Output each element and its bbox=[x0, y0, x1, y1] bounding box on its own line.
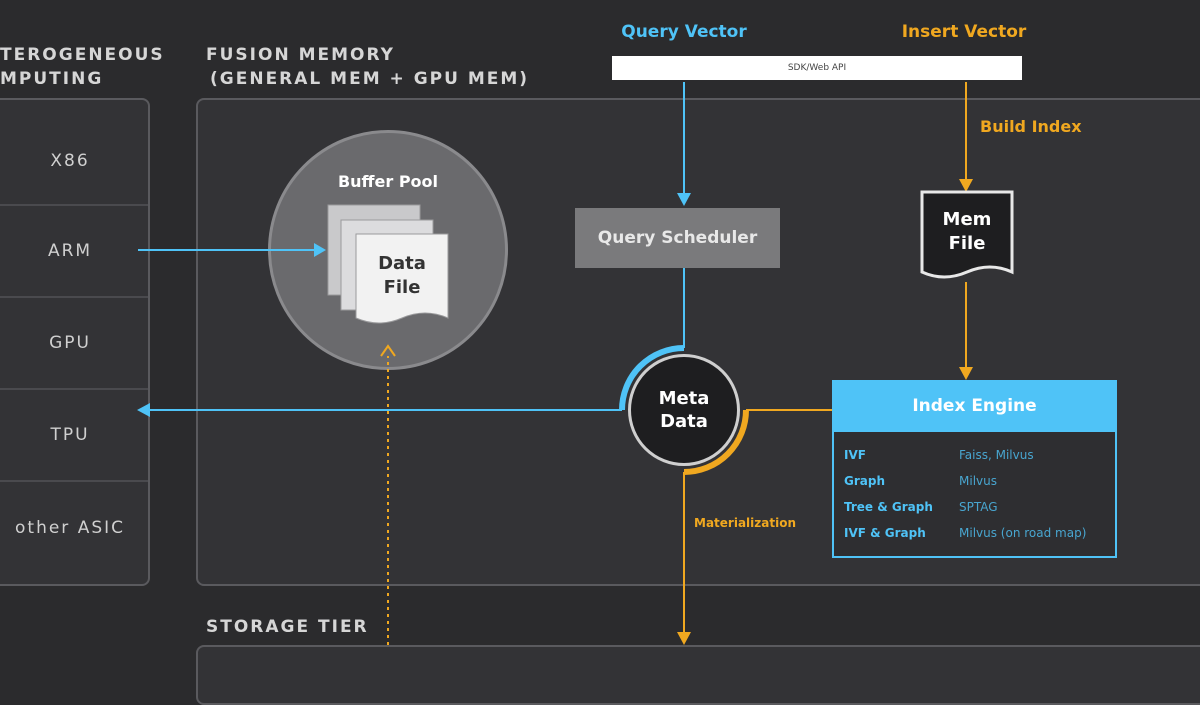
meta-data-circle: Meta Data bbox=[628, 354, 740, 466]
memory-title: FUSION MEMORY (GENERAL MEM + GPU MEM) bbox=[206, 43, 529, 91]
computing-title: TEROGENEOUS MPUTING bbox=[0, 43, 165, 91]
mem-file-icon bbox=[920, 190, 1014, 279]
meta-data-line1: Meta bbox=[658, 388, 710, 409]
compute-unit-gpu: GPU bbox=[0, 298, 148, 390]
buffer-pool-title: Buffer Pool bbox=[337, 172, 439, 191]
build-index-label: Build Index bbox=[980, 117, 1082, 136]
meta-data-line2: Data bbox=[660, 411, 708, 432]
data-file-icon bbox=[327, 204, 449, 324]
query-vector-label: Query Vector bbox=[621, 22, 747, 42]
memory-title-line2: (GENERAL MEM + GPU MEM) bbox=[210, 69, 530, 89]
compute-unit-tpu: TPU bbox=[0, 390, 148, 482]
mem-file-label: Mem File bbox=[922, 208, 1012, 256]
data-file-label-line1: Data bbox=[378, 253, 426, 274]
index-engine-row: IVF Faiss, Milvus bbox=[844, 442, 1114, 468]
memory-title-line1: FUSION MEMORY bbox=[206, 45, 395, 65]
insert-vector-label: Insert Vector bbox=[901, 22, 1027, 42]
compute-unit-x86: X86 bbox=[0, 118, 148, 206]
materialization-label: Materialization bbox=[694, 516, 796, 530]
compute-panel: X86 ARM GPU TPU other ASIC bbox=[0, 98, 150, 586]
index-libs: Milvus bbox=[959, 474, 997, 488]
index-engine-row: Tree & Graph SPTAG bbox=[844, 494, 1114, 520]
index-engine-table: IVF Faiss, Milvus Graph Milvus Tree & Gr… bbox=[832, 432, 1117, 558]
index-engine-row: Graph Milvus bbox=[844, 468, 1114, 494]
index-type: Tree & Graph bbox=[844, 500, 933, 514]
index-libs: SPTAG bbox=[959, 500, 998, 514]
compute-unit-asic: other ASIC bbox=[15, 518, 125, 538]
index-engine-header: Index Engine bbox=[832, 380, 1117, 432]
data-file-label-line2: File bbox=[383, 277, 421, 298]
mem-file-label-line1: Mem bbox=[942, 209, 992, 230]
index-type: IVF bbox=[844, 448, 866, 462]
computing-title-line2: MPUTING bbox=[0, 69, 104, 89]
query-scheduler-box: Query Scheduler bbox=[575, 208, 780, 268]
index-type: Graph bbox=[844, 474, 885, 488]
connector-layer bbox=[137, 82, 1014, 645]
sdk-web-api-bar: SDK/Web API bbox=[612, 56, 1022, 80]
storage-title: STORAGE TIER bbox=[206, 617, 369, 637]
index-type: IVF & Graph bbox=[844, 526, 926, 540]
compute-unit-arm: ARM bbox=[0, 206, 148, 298]
index-libs: Milvus (on road map) bbox=[959, 526, 1087, 540]
index-engine-row: IVF & Graph Milvus (on road map) bbox=[844, 520, 1114, 546]
mem-file-label-line2: File bbox=[948, 233, 986, 254]
index-libs: Faiss, Milvus bbox=[959, 448, 1034, 462]
computing-title-line1: TEROGENEOUS bbox=[0, 45, 165, 65]
data-file-label: Data File bbox=[356, 252, 448, 300]
